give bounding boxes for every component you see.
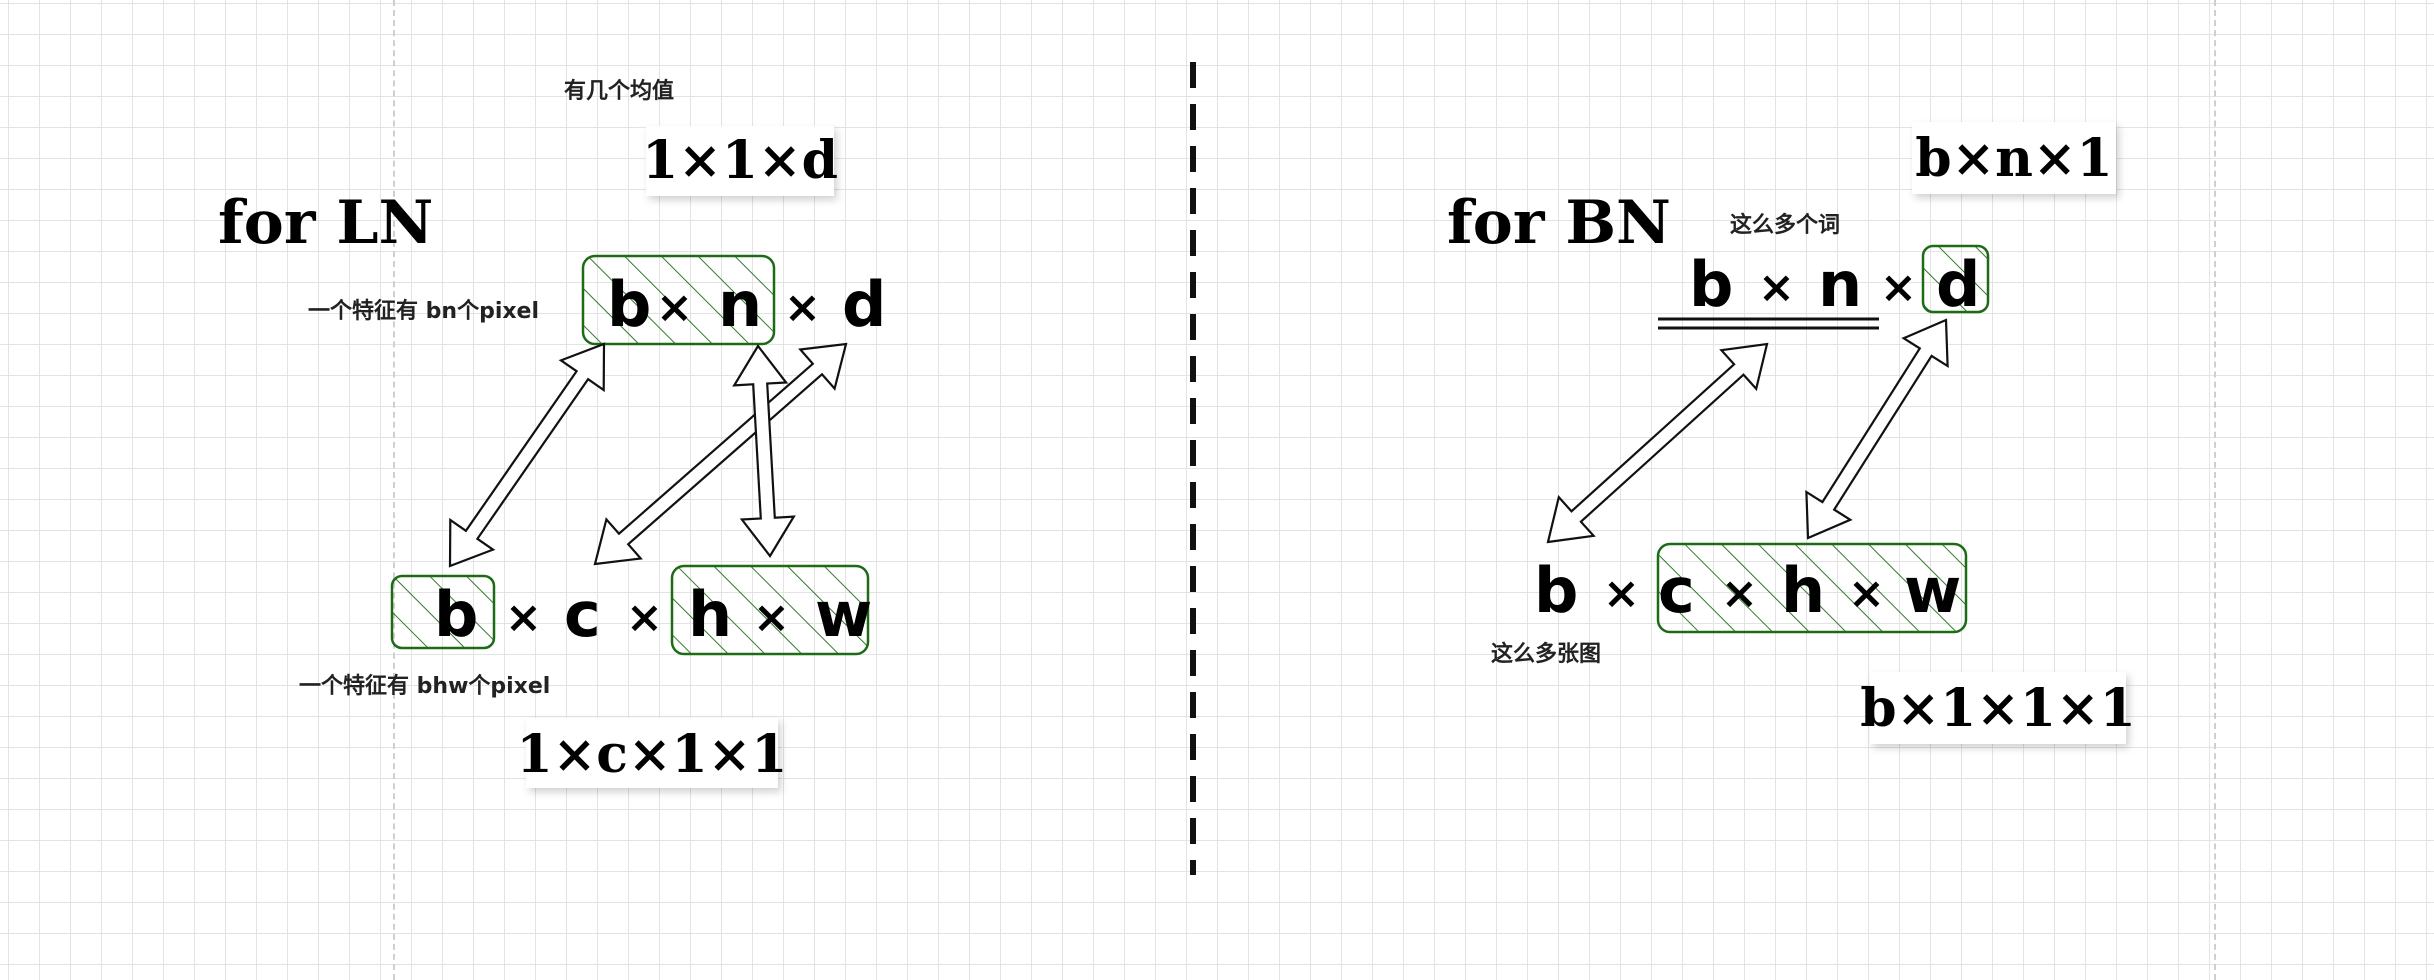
bn-arrow-d-to-chw (1805, 318, 1949, 540)
bn-top-highlight-d (1921, 244, 1990, 314)
ln-mean-shape: 1×1×d (642, 130, 838, 191)
bn-mean-shape-card: b×n×1 (1912, 122, 2116, 194)
ln-bottom-times-2: × (626, 592, 663, 643)
bn-title: for BN (1447, 188, 1671, 258)
ln-top-b: b (607, 268, 651, 341)
bn-bottom-times-1: × (1603, 568, 1640, 619)
ln-arrow-d-to-c (593, 342, 848, 566)
ln-top-d: d (842, 268, 886, 341)
bn-arrow-bn-to-b (1546, 342, 1769, 544)
ln-bottom-times-3: × (753, 592, 790, 643)
ln-top-times-1: × (656, 282, 693, 333)
ln-bottom-shape-card: 1×c×1×1 (517, 718, 788, 788)
ln-top-times-2: × (784, 282, 821, 333)
ln-bottom-highlight-b (390, 574, 496, 650)
bn-top-d: d (1936, 248, 1980, 321)
ln-bottom-h: h (688, 578, 732, 651)
bn-bottom-times-3: × (1848, 568, 1885, 619)
arrow-layer (448, 318, 1949, 568)
ln-mean-count-note: 有几个均值 (564, 78, 674, 104)
bn-words-note: 这么多个词 (1730, 212, 1840, 238)
ln-bottom-c: c (564, 578, 601, 651)
ln-feature-note-bhw: 一个特征有 bhw个pixel (299, 673, 550, 699)
ln-bottom-shape: 1×c×1×1 (517, 724, 788, 785)
ln-bottom-times-1: × (505, 592, 542, 643)
ln-arrow-n-to-hw (732, 344, 796, 558)
bn-top-n: n (1818, 248, 1862, 321)
ln-title: for LN (218, 188, 433, 258)
ln-mean-shape-card: 1×1×d (642, 126, 838, 196)
bn-top-times-1: × (1758, 262, 1795, 313)
ln-bottom-highlight-hw (670, 564, 870, 656)
bn-top-times-2: × (1880, 262, 1917, 313)
bn-bottom-times-2: × (1721, 568, 1758, 619)
ln-bottom-w: w (815, 578, 872, 651)
page-guide-left (393, 0, 395, 980)
bn-images-note: 这么多张图 (1491, 641, 1601, 667)
ln-arrow-b-to-b (448, 342, 606, 568)
bn-bottom-h: h (1781, 554, 1825, 627)
ln-top-highlight-bn (581, 254, 776, 346)
bn-bottom-shape-card: b×1×1×1 (1860, 672, 2136, 744)
ln-feature-note-bn: 一个特征有 bn个pixel (308, 298, 539, 324)
bn-bottom-w: w (1904, 554, 1961, 627)
bn-mean-shape: b×n×1 (1915, 128, 2113, 189)
bn-bottom-highlight-chw (1656, 542, 1968, 634)
ln-bottom-b: b (434, 578, 478, 651)
bn-bottom-shape: b×1×1×1 (1860, 678, 2136, 739)
bn-bottom-c: c (1658, 554, 1695, 627)
bn-top-b: b (1689, 248, 1733, 321)
page-guide-right (2214, 0, 2216, 980)
bn-bottom-b: b (1534, 554, 1578, 627)
ln-top-n: n (718, 268, 762, 341)
